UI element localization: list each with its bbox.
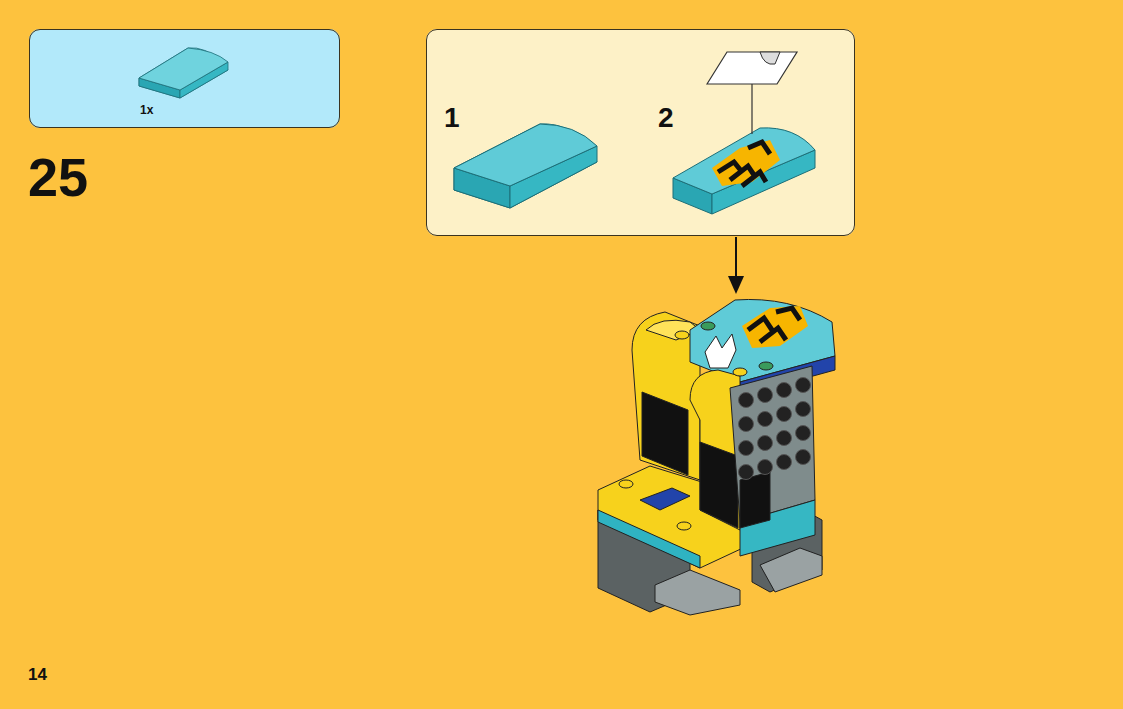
parts-box-ground — [29, 29, 340, 128]
stud — [758, 412, 773, 427]
part-count: 1x — [140, 104, 153, 116]
stud — [758, 436, 773, 451]
step-number: 25 — [28, 150, 88, 204]
placement-arrow — [728, 237, 744, 294]
stud — [777, 455, 792, 470]
stud — [739, 417, 754, 432]
slope-brick-with-sticker — [673, 128, 815, 214]
substep-number: 2 — [658, 104, 674, 132]
stud — [758, 460, 773, 475]
stud — [739, 393, 754, 408]
substep-panel: 12 — [426, 29, 855, 236]
substep-panel-ground — [426, 29, 855, 236]
sticker — [707, 52, 797, 134]
stud — [796, 450, 811, 465]
stud — [777, 383, 792, 398]
stud — [739, 465, 754, 480]
stud — [777, 431, 792, 446]
stud — [739, 441, 754, 456]
stud — [796, 426, 811, 441]
stud — [758, 388, 773, 403]
stud — [777, 407, 792, 422]
slope-brick — [454, 124, 597, 208]
parts-box: 1x — [29, 29, 340, 128]
page-number: 14 — [28, 666, 47, 683]
substep-number: 1 — [444, 104, 460, 132]
slope-brick-part — [139, 48, 228, 98]
model — [598, 299, 835, 615]
stud — [796, 378, 811, 393]
stud — [796, 402, 811, 417]
